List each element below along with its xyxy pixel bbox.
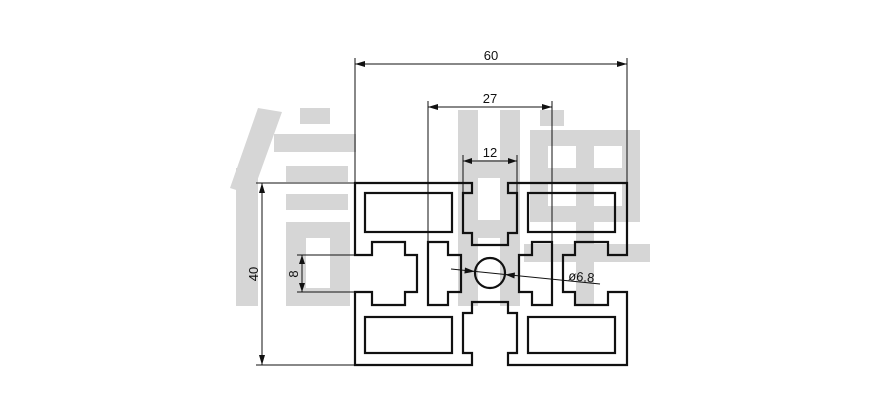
center-hole bbox=[473, 256, 507, 290]
dimension-label-27: 27 bbox=[483, 91, 497, 106]
cavity-top-left bbox=[363, 191, 454, 234]
watermark-glyph-1 bbox=[230, 108, 356, 306]
dimension-height-40: 40 bbox=[246, 182, 355, 366]
cavity-center-left bbox=[426, 240, 463, 307]
dimension-slot-8: 8 bbox=[286, 254, 355, 293]
dimension-label-8: 8 bbox=[286, 270, 301, 277]
dimension-label-60: 60 bbox=[484, 48, 498, 63]
dimension-label-40: 40 bbox=[246, 267, 261, 281]
dimension-slot-12: 12 bbox=[462, 145, 518, 193]
cavity-center-right bbox=[517, 240, 554, 307]
watermark-glyph-2 bbox=[458, 110, 650, 306]
cavity-bottom-left bbox=[363, 315, 454, 355]
cavity-bottom-right bbox=[526, 315, 617, 355]
dimension-label-diameter: ø6.8 bbox=[568, 268, 595, 285]
dimension-width-27: 27 bbox=[427, 91, 553, 242]
dimension-width-60: 60 bbox=[354, 48, 628, 183]
cavity-top-right bbox=[526, 191, 617, 234]
profile-outline bbox=[353, 181, 629, 367]
dimension-label-12: 12 bbox=[483, 145, 497, 160]
dimension-hole-diameter: ø6.8 bbox=[450, 267, 601, 285]
